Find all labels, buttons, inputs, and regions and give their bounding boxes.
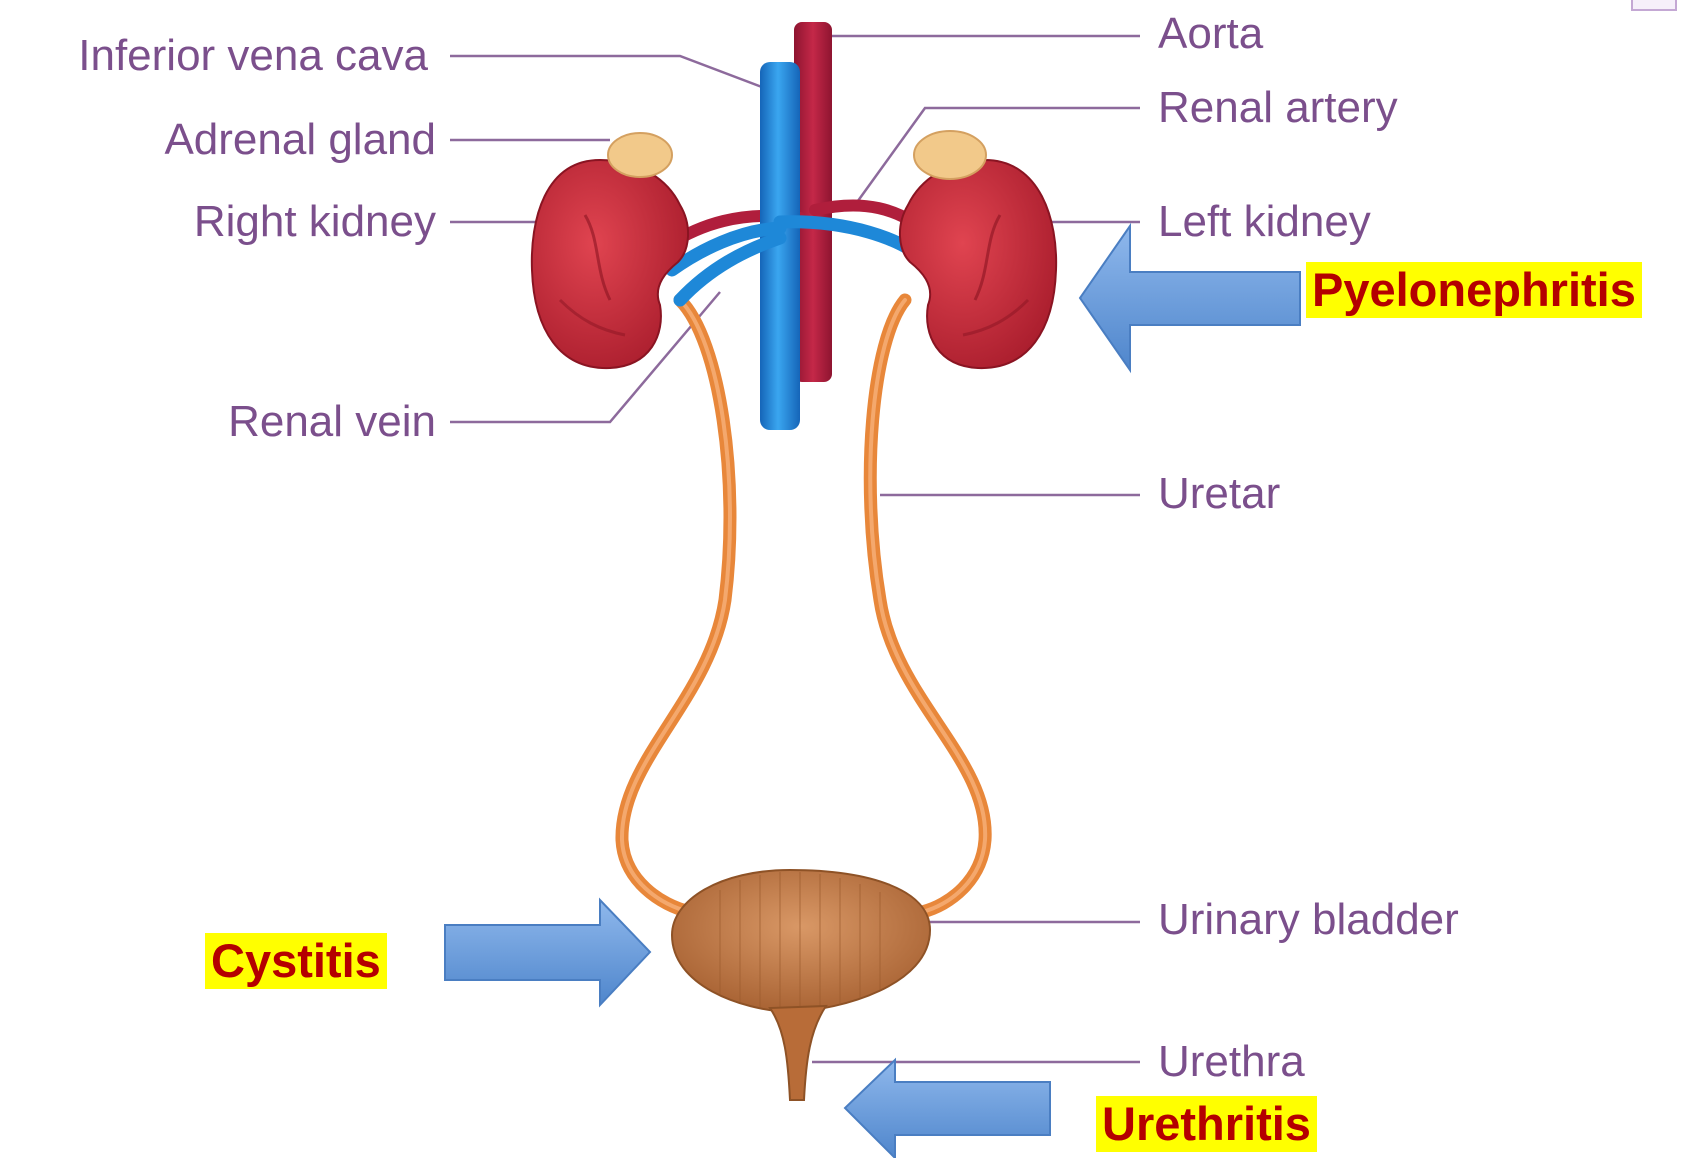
urethritis-arrow: [845, 1060, 1050, 1158]
callout-pyelonephritis: Pyelonephritis: [1306, 262, 1642, 318]
callout-urethritis: Urethritis: [1096, 1096, 1317, 1152]
label-inferior-vena-cava: Inferior vena cava: [78, 34, 428, 78]
corner-box: [1632, 0, 1676, 10]
label-adrenal-gland: Adrenal gland: [164, 118, 436, 162]
label-renal-artery: Renal artery: [1158, 86, 1398, 130]
right-adrenal-gland: [608, 133, 672, 177]
left-kidney-organ: [900, 160, 1056, 368]
label-aorta: Aorta: [1158, 12, 1263, 56]
label-urethra: Urethra: [1158, 1040, 1305, 1084]
leader-inferior-vena-cava: [450, 56, 775, 92]
label-right-kidney: Right kidney: [194, 200, 436, 244]
callout-cystitis: Cystitis: [205, 933, 387, 989]
cystitis-arrow: [445, 900, 650, 1005]
ureters: [622, 300, 985, 912]
label-urinary-bladder: Urinary bladder: [1158, 898, 1459, 942]
left-adrenal-gland: [914, 131, 986, 179]
right-ureter: [622, 300, 730, 912]
label-renal-vein: Renal vein: [228, 400, 436, 444]
urethra-organ: [770, 1006, 826, 1100]
right-kidney-organ: [532, 160, 688, 368]
label-left-kidney: Left kidney: [1158, 200, 1371, 244]
label-uretar: Uretar: [1158, 472, 1280, 516]
left-ureter: [870, 300, 985, 912]
pyelonephritis-arrow: [1080, 226, 1300, 370]
